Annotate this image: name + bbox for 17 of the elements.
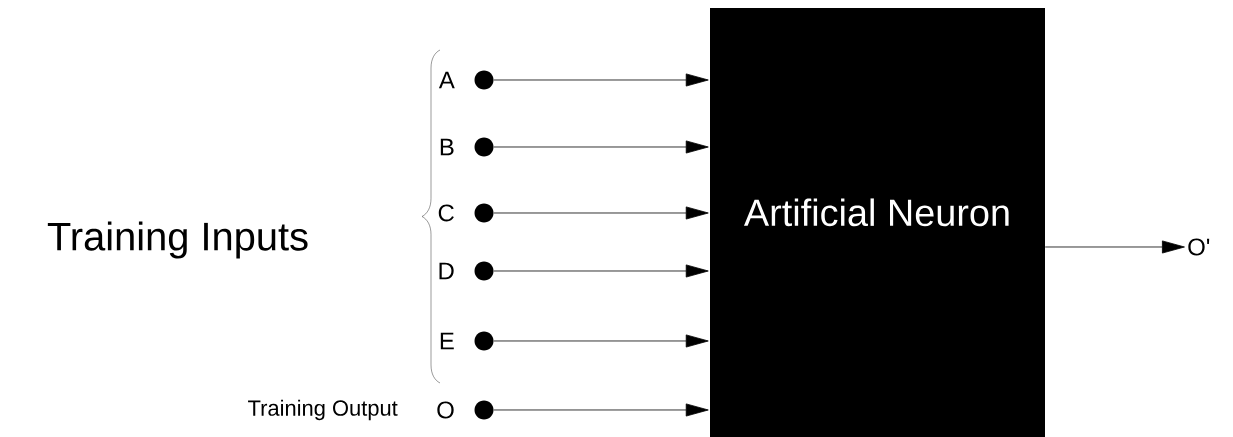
arrow [493,264,709,278]
group-label: Training Inputs [47,221,308,259]
side-label: Training Output [248,399,398,421]
arrow [493,73,709,87]
input-letter: C [438,204,454,222]
input-letter: B [440,138,454,156]
arrow [493,403,709,417]
input-letter: D [439,262,454,280]
input-letter: E [440,332,454,350]
arrow [1044,240,1185,254]
input-letter: A [438,71,455,89]
arrow [493,334,709,348]
output-label: O' [1188,238,1210,256]
neuron-box: Artificial Neuron [710,8,1045,437]
arrow [493,206,709,220]
input-letter: O [437,401,454,419]
arrow [493,140,709,154]
